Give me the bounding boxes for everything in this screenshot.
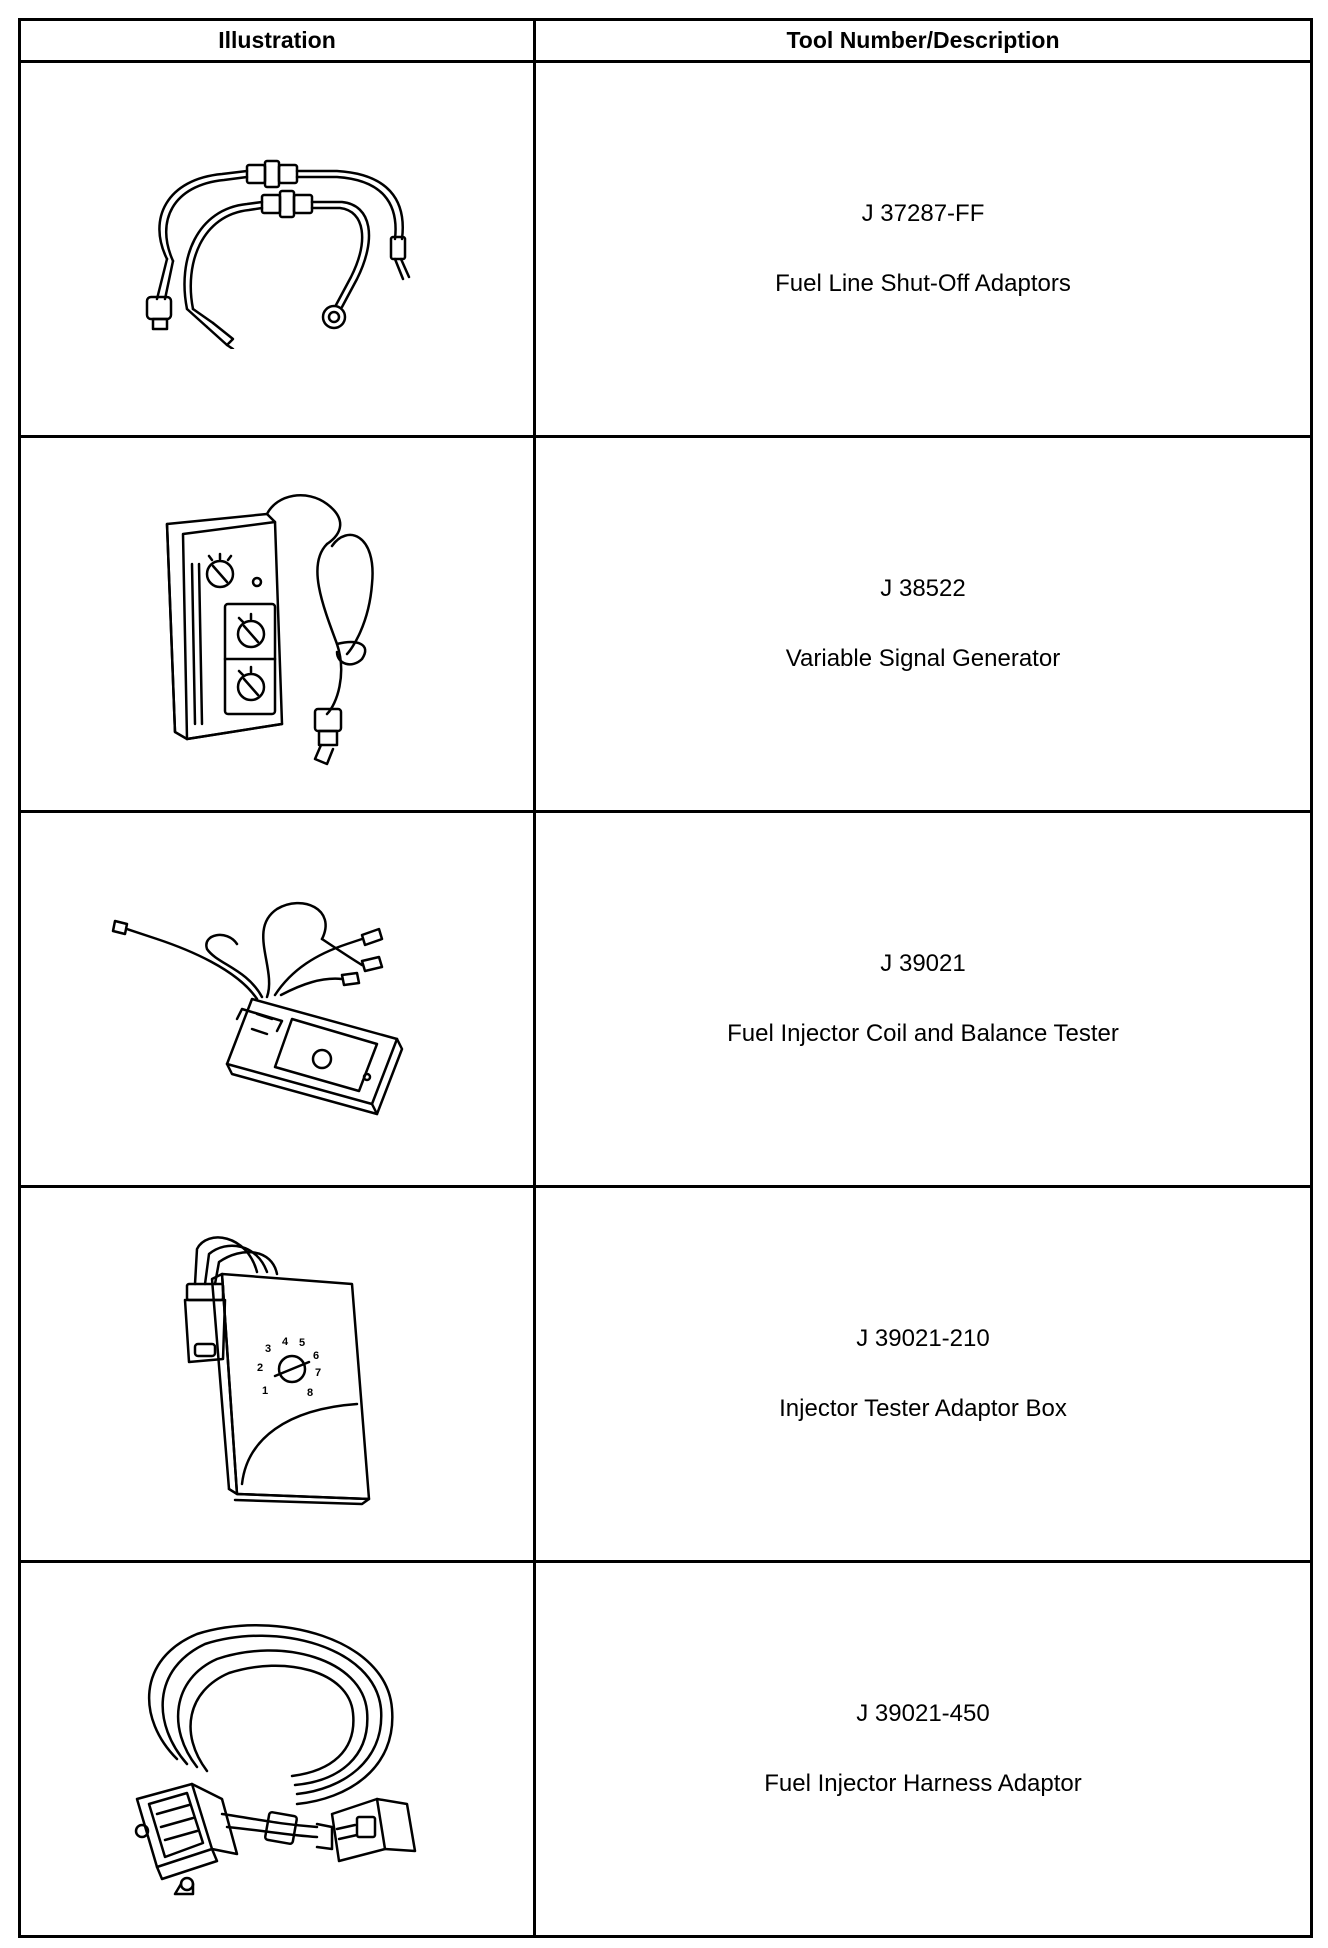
harness-adaptor-illustration (134, 1624, 417, 1896)
illustration-cell (18, 60, 536, 438)
table-row: J 37287-FF Fuel Line Shut-Off Adaptors (18, 60, 1313, 438)
description-cell: J 39021 Fuel Injector Coil and Balance T… (533, 810, 1313, 1188)
fuel-line-adaptors-illustration (145, 159, 411, 349)
dial-number: 5 (299, 1337, 305, 1349)
description-cell: J 39021-450 Fuel Injector Harness Adapto… (533, 1560, 1313, 1938)
illustration-cell (18, 1560, 536, 1938)
dial-number: 2 (257, 1362, 263, 1374)
table-header-row: Illustration Tool Number/Description (18, 18, 1313, 63)
description-cell: J 37287-FF Fuel Line Shut-Off Adaptors (533, 60, 1313, 438)
dial-number: 4 (282, 1336, 289, 1348)
dial-number: 7 (315, 1367, 321, 1379)
tool-description: Fuel Line Shut-Off Adaptors (775, 270, 1071, 297)
tool-number: J 37287-FF (861, 200, 985, 227)
description-header: Tool Number/Description (533, 18, 1313, 63)
dial-number: 1 (262, 1385, 268, 1397)
injector-tester-illustration (111, 901, 404, 1116)
tool-number: J 38522 (880, 575, 966, 602)
tool-description: Variable Signal Generator (785, 645, 1061, 672)
table-row: J 39021-450 Fuel Injector Harness Adapto… (18, 1560, 1313, 1938)
illustration-cell: 1 2 3 4 5 6 7 8 (18, 1185, 536, 1563)
tool-table: Illustration Tool Number/Description (18, 18, 1313, 1938)
illustration-header: Illustration (18, 18, 536, 63)
tool-description: Injector Tester Adaptor Box (779, 1395, 1067, 1422)
tool-description: Fuel Injector Harness Adaptor (764, 1770, 1082, 1797)
tool-description: Fuel Injector Coil and Balance Tester (727, 1020, 1119, 1047)
illustration-cell (18, 810, 536, 1188)
illustration-cell (18, 435, 536, 813)
dial-number: 6 (313, 1350, 319, 1362)
table-row: 1 2 3 4 5 6 7 8 (18, 1185, 1313, 1563)
signal-generator-illustration (165, 494, 374, 766)
dial-number: 8 (307, 1387, 313, 1399)
table-row: J 38522 Variable Signal Generator (18, 435, 1313, 813)
tool-number: J 39021-450 (856, 1700, 990, 1727)
adaptor-box-illustration: 1 2 3 4 5 6 7 8 (183, 1236, 371, 1506)
tool-number: J 39021-210 (856, 1325, 990, 1352)
dial-number: 3 (265, 1343, 271, 1355)
description-cell: J 38522 Variable Signal Generator (533, 435, 1313, 813)
tool-number: J 39021 (880, 950, 966, 977)
table-row: J 39021 Fuel Injector Coil and Balance T… (18, 810, 1313, 1188)
description-cell: J 39021-210 Injector Tester Adaptor Box (533, 1185, 1313, 1563)
